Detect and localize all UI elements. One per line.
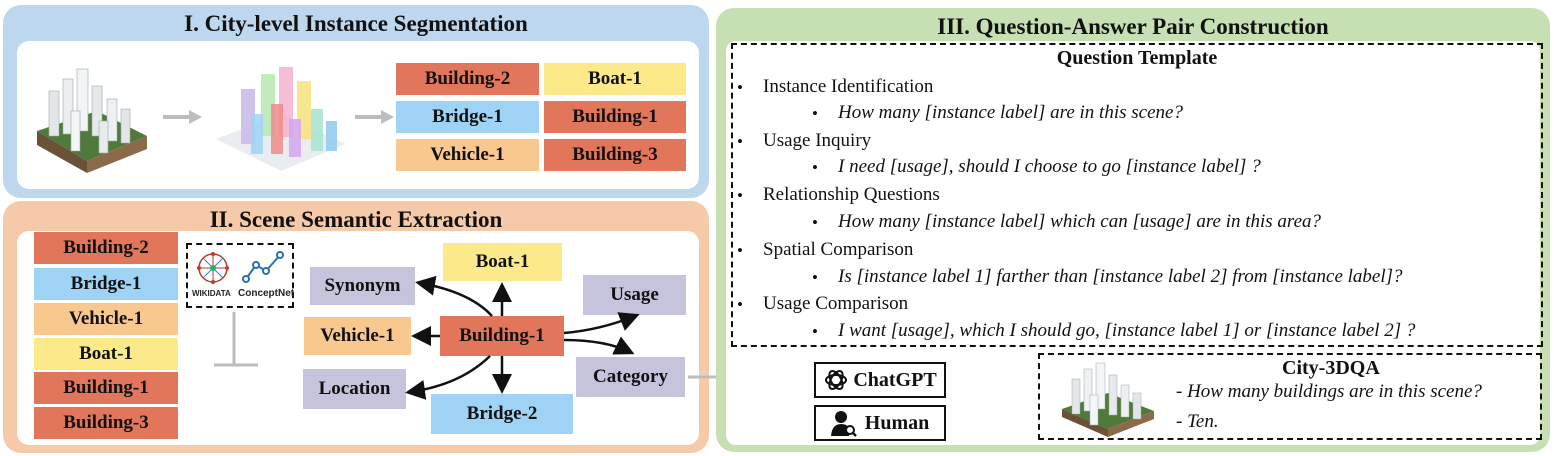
bullet: • <box>812 268 818 287</box>
bullet: • <box>737 295 743 314</box>
tag-building-2: Building-2 <box>396 63 539 95</box>
node-building-1-center: Building-1 <box>440 316 564 356</box>
city-model-thumbnail <box>1062 362 1154 437</box>
tag-bridge-1: Bridge-1 <box>396 101 539 133</box>
panel2-title: II. Scene Semantic Extraction <box>209 207 503 232</box>
arrow-right-icon <box>355 110 394 124</box>
conceptnet-logo-icon <box>242 251 284 283</box>
segmented-city-image <box>216 67 346 171</box>
item-head-usage-comparison: Usage Comparison <box>763 293 909 314</box>
arrow-right-icon <box>163 110 202 124</box>
chatgpt-label: ChatGPT <box>853 368 937 391</box>
item-head-usage-inquiry: Usage Inquiry <box>763 130 872 151</box>
node-usage: Usage <box>583 275 686 315</box>
node-category: Category <box>576 357 685 397</box>
item-question-instance-identification: How many [instance label] are in this sc… <box>838 102 1183 123</box>
bullet: • <box>737 186 743 205</box>
wikidata-label: WIKIDATA <box>192 289 231 298</box>
item-head-spatial-comparison: Spatial Comparison <box>763 239 914 260</box>
left-tag-bridge-1: Bridge-1 <box>34 268 178 300</box>
item-head-relationship-questions: Relationship Questions <box>763 184 940 205</box>
openai-logo-icon <box>825 369 848 391</box>
bullet: • <box>737 132 743 151</box>
node-synonym: Synonym <box>310 267 415 305</box>
bullet: • <box>737 78 743 97</box>
question-template-title: Question Template <box>1056 47 1218 69</box>
tag-vehicle-1: Vehicle-1 <box>396 139 539 171</box>
left-tag-building-2: Building-2 <box>34 232 178 264</box>
bullet: • <box>812 158 818 177</box>
city-model-image <box>37 68 147 173</box>
panel1-title: I. City-level Instance Segmentation <box>184 11 528 36</box>
tag-building-1: Building-1 <box>544 101 686 133</box>
knowledge-base-box: WIKIDATA ConceptNet <box>186 243 294 308</box>
item-head-instance-identification: Instance Identification <box>763 76 934 97</box>
conceptnet-label: ConceptNet <box>238 288 295 299</box>
node-vehicle: Vehicle-1 <box>304 317 411 355</box>
left-tag-building-1: Building-1 <box>34 372 178 404</box>
example-answer: - Ten. <box>1176 411 1219 432</box>
node-bridge: Bridge-2 <box>431 394 573 434</box>
chatgpt-box: ChatGPT <box>814 362 946 398</box>
left-tag-vehicle-1: Vehicle-1 <box>34 303 178 335</box>
item-question-usage-inquiry: I need [usage], should I choose to go [i… <box>838 156 1261 177</box>
left-tag-boat-1: Boat-1 <box>34 338 178 370</box>
human-box: Human <box>814 405 946 441</box>
bullet: • <box>812 104 818 123</box>
bullet: • <box>812 213 818 232</box>
tag-boat-1: Boat-1 <box>544 63 686 95</box>
item-question-relationship-questions: How many [instance label] which can [usa… <box>838 211 1322 232</box>
item-question-usage-comparison: I want [usage], which I should go, [inst… <box>838 320 1416 341</box>
bullet: • <box>737 241 743 260</box>
node-location: Location <box>303 369 406 409</box>
human-label: Human <box>864 411 930 434</box>
tag-building-3: Building-3 <box>544 139 686 171</box>
node-boat: Boat-1 <box>443 243 562 281</box>
example-question: - How many buildings are in this scene? <box>1176 381 1482 402</box>
panel3-title: III. Question-Answer Pair Construction <box>937 14 1329 39</box>
city-3dqa-title: City-3DQA <box>1282 357 1380 379</box>
panel-qa-construction: III. Question-Answer Pair Construction <box>716 8 1550 452</box>
city-3dqa-box: City-3DQA - How many buildings are in th… <box>1038 353 1542 440</box>
human-search-icon <box>830 411 857 437</box>
item-question-spatial-comparison: Is [instance label 1] farther than [inst… <box>838 266 1403 287</box>
wikidata-logo-icon <box>197 252 229 284</box>
left-tag-building-3: Building-3 <box>34 407 178 439</box>
bullet: • <box>812 322 818 341</box>
question-template-box: Question Template <box>731 43 1543 347</box>
